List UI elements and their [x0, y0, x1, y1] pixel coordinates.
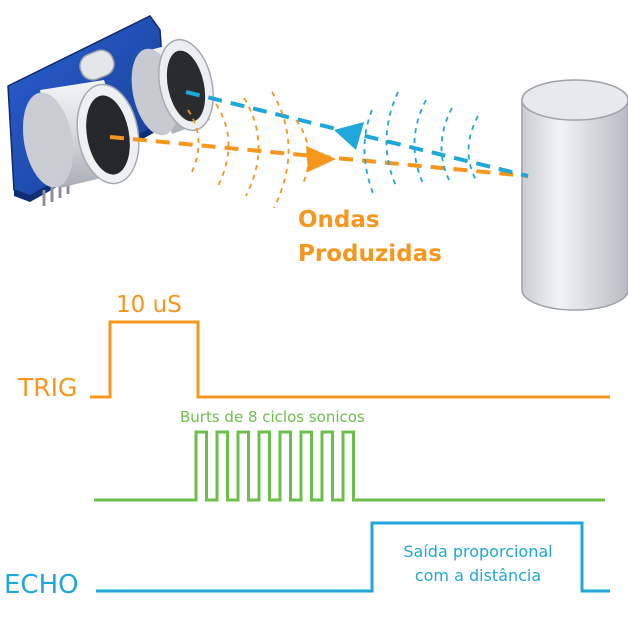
echo-signal: ECHO Saída proporcional com a distância [4, 521, 610, 600]
burst-label: Burts de 8 ciclos sonicos [180, 408, 365, 426]
waves-label-line1: Ondas [298, 207, 380, 233]
emitted-wave-arrow [306, 146, 336, 172]
trig-pulse-label: 10 uS [116, 292, 182, 318]
sensor-crystal [79, 49, 115, 81]
burst-waveform [94, 430, 605, 502]
receiver-transducer [131, 38, 214, 136]
emitter-transducer [22, 80, 140, 188]
ultrasonic-sensor [7, 15, 214, 206]
waves-label-line2: Produzidas [298, 241, 442, 267]
trig-waveform [90, 320, 610, 399]
reflected-wavefronts [363, 91, 479, 197]
emitted-wave-path [109, 135, 529, 178]
reflected-wave-arrow [334, 122, 364, 150]
echo-waveform [96, 521, 610, 593]
trig-label: TRIG [17, 373, 77, 402]
emitted-wavefronts [187, 91, 310, 209]
echo-label: ECHO [4, 570, 79, 600]
echo-pulse-label-line1: Saída proporcional [403, 542, 552, 561]
echo-pulse-label-line2: com a distância [415, 566, 541, 585]
trig-signal: TRIG 10 uS [17, 292, 610, 402]
reflected-wave-path [185, 90, 529, 178]
burst-signal: Burts de 8 ciclos sonicos [94, 408, 605, 502]
obstacle-cylinder [521, 79, 628, 311]
